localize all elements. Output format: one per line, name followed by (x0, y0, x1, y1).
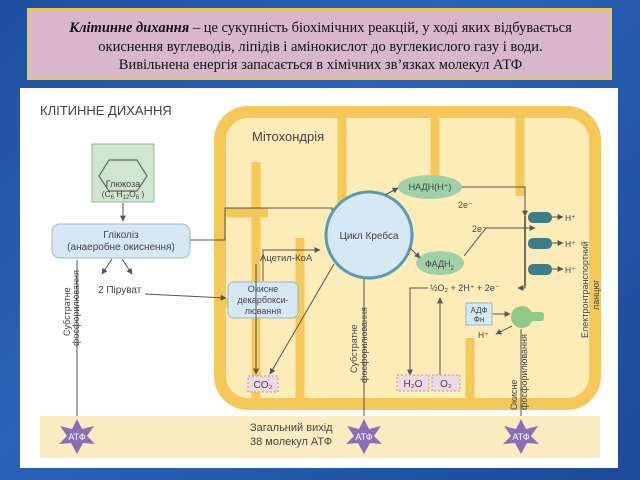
etc-label-1: Електронтранспортний (580, 241, 590, 338)
glucose-box (91, 143, 155, 203)
total-line2: 38 молекул АТФ (250, 436, 332, 448)
fadh-label: ФАДН2 (425, 259, 455, 272)
adp-label: АДФ (471, 306, 488, 315)
krebs-cycle (324, 190, 414, 280)
e2-top: 2e⁻ (458, 200, 473, 210)
atp-label-1: АТФ (68, 432, 85, 442)
h-plus-4: H⁺ (478, 330, 489, 340)
atp-label-3: АТФ (512, 432, 529, 442)
atp-synthase-icon (511, 306, 533, 328)
atp-star-1 (59, 419, 95, 454)
nadh-oval (398, 175, 462, 199)
etc-carrier-2 (528, 238, 552, 249)
decarb-label-3: лювання (245, 306, 282, 316)
definition-caption: Клітинне дихання – це сукупність біохімі… (27, 8, 612, 80)
decarb-label-1: Окисне (248, 284, 278, 294)
glycolysis-label: Гліколіз (103, 230, 139, 241)
glycolysis-sublabel: (анаеробне окиснення) (67, 241, 175, 253)
mitochondria-label: Мітохондрія (252, 129, 324, 144)
glycolysis-box (51, 223, 191, 259)
co2-box (247, 375, 279, 393)
co2-label: CO₂ (254, 380, 273, 391)
fadh2-oval (416, 251, 464, 275)
h-plus-2: H⁺ (565, 239, 576, 249)
substrate-phos-1-a: Субстратне (62, 287, 72, 336)
h2o-label: H₂O (404, 379, 423, 390)
caption-term: Клітинне дихання (69, 20, 190, 36)
oxidative-phos-b: фосфорилювання (519, 334, 529, 410)
h-plus-3: H⁺ (565, 265, 576, 275)
atp-star-2 (346, 419, 382, 454)
diagram-title: КЛІТИННЕ ДИХАННЯ (40, 103, 172, 118)
caption-line2: окиснення вуглеводів, ліпідів і амінокис… (98, 38, 543, 55)
etc-carrier-1 (528, 212, 552, 223)
o2-box (431, 374, 461, 392)
e2-mid: 2e⁻ (472, 224, 487, 234)
glucose-label: Глюкоза (106, 179, 140, 189)
pyruvate-label: 2 Піруват (98, 285, 142, 296)
adp-fn-box (465, 302, 493, 326)
o2-label: O₂ (440, 379, 452, 390)
h2o-box (396, 374, 430, 392)
hexagon-icon (98, 159, 148, 192)
substrate-phos-2-b: фосфорилювання (359, 307, 369, 383)
oxidative-phos-a: Окисне (509, 380, 519, 410)
total-line1: Загальний вихід (250, 422, 333, 434)
h-plus-1: H⁺ (565, 213, 576, 223)
nadh-label: НАДН(Н⁺) (409, 182, 452, 192)
caption-line3: Вивільнена енергія запасається в хімічни… (118, 57, 523, 73)
atp-star-3 (503, 419, 539, 454)
atp-label-2: АТФ (355, 432, 372, 442)
krebs-label: Цикл Кребса (339, 230, 399, 242)
etc-carrier-3 (528, 264, 552, 275)
acetyl-coa-label: Ацетил-КоА (260, 253, 313, 264)
glucose-formula: (C6 H12O6 ) (102, 189, 145, 201)
fn-label: Фн (474, 315, 485, 324)
oxygen-reaction: ½O₂ + 2H⁺ + 2e⁻ (430, 283, 500, 293)
diagram-panel: КЛІТИННЕ ДИХАННЯ Мітохондрія Глюкоза (C6… (20, 88, 618, 468)
etc-label-2: ланцюг (591, 279, 601, 310)
substrate-phos-1-b: фосфорилювання (71, 270, 81, 346)
substrate-phos-2-a: Субстратне (349, 324, 359, 373)
cellular-respiration-diagram: КЛІТИННЕ ДИХАННЯ Мітохондрія Глюкоза (C6… (40, 103, 601, 458)
total-yield-band (40, 416, 600, 458)
decarb-label-2: декарбокси- (237, 295, 288, 305)
decarboxylation-box (227, 281, 299, 319)
caption-line1: – це сукупність біохімічних реакцій, у х… (189, 20, 572, 36)
